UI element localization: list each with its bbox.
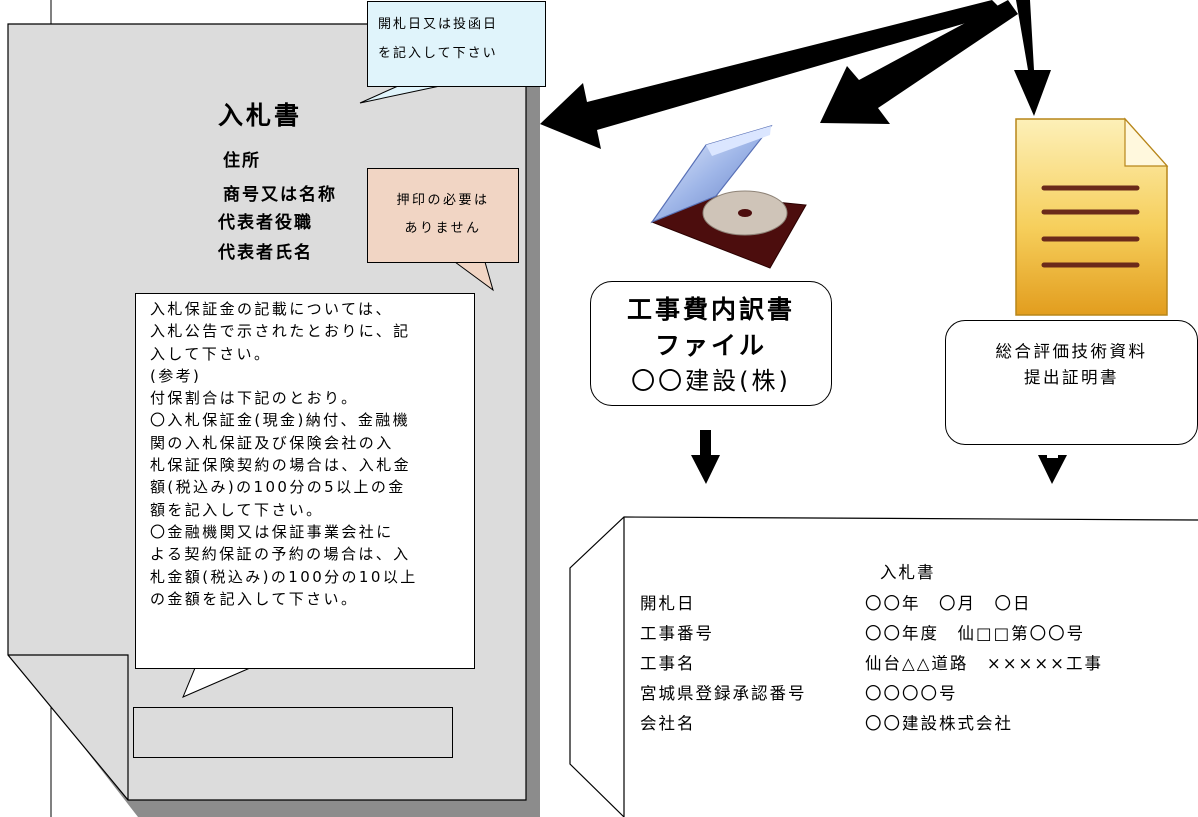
- bid-sheet-title: 入札書: [218, 101, 303, 130]
- certificate-box: 総合評価技術資料 提出証明書: [945, 320, 1198, 445]
- envelope-value-project-name: 仙台△△道路 ×××××工事: [865, 654, 1104, 673]
- note-line: よる契約保証の予約の場合は、入: [150, 545, 411, 564]
- envelope: [569, 516, 1198, 817]
- cost-file-box: 工事費内訳書 ファイル 〇〇建設(株): [590, 281, 832, 406]
- envelope-label-registration-number: 宮城県登録承認番号: [640, 684, 807, 703]
- field-representative-title: 代表者役職: [218, 213, 313, 233]
- envelope-value-registration-number: 〇〇〇〇号: [865, 684, 958, 703]
- envelope-title: 入札書: [880, 563, 936, 582]
- note-line: 額(税込み)の100分の5以上の金: [150, 478, 406, 497]
- arrow-to-certificate: [1014, 0, 1051, 116]
- arrow-down-cert: [1038, 455, 1067, 484]
- envelope-label-project-name: 工事名: [640, 654, 696, 673]
- field-address: 住所: [223, 151, 261, 171]
- date-callout: 開札日又は投函日 を記入して下さい: [367, 1, 546, 87]
- note-line: 入札保証金の記載については、: [150, 300, 393, 318]
- note-callout-tail: [182, 667, 251, 698]
- arrow-to-cd: [820, 0, 1018, 124]
- field-company-name: 商号又は名称: [223, 185, 337, 205]
- note-line: の金額を記入して下さい。: [150, 589, 359, 608]
- seal-callout-line-1: 押印の必要は: [396, 193, 490, 208]
- arrow-to-bid-sheet: [540, 0, 1004, 149]
- cost-file-line-3: 〇〇建設(株): [631, 367, 791, 395]
- cost-file-line-1: 工事費内訳書: [626, 295, 795, 324]
- amount-box: [133, 707, 453, 758]
- cost-file-line-2: ファイル: [654, 331, 767, 360]
- envelope-label-project-number: 工事番号: [640, 624, 714, 643]
- note-line: 関の入札保証及び保険会社の入: [150, 433, 394, 452]
- arrows-top: [540, 0, 1051, 149]
- arrow-down-cost: [691, 430, 720, 484]
- date-callout-line-2: を記入して下さい: [378, 46, 498, 61]
- envelope-value-opening-date: 〇〇年 〇月 〇日: [865, 594, 1032, 613]
- note-line: 札保証保険契約の場合は、入札金: [150, 456, 412, 475]
- envelope-label-opening-date: 開札日: [640, 594, 696, 613]
- note-line: 〇金融機関又は保証事業会社に: [150, 522, 394, 541]
- note-line: 額を記入して下さい。: [150, 500, 324, 519]
- note-line: 札金額(税込み)の100分の10以上: [150, 567, 418, 586]
- envelope-value-project-number: 〇〇年度 仙□□第〇〇号: [865, 624, 1086, 643]
- seal-callout-tail: [454, 261, 494, 292]
- note-line: 付保割合は下記のとおり。: [150, 389, 359, 408]
- cd-case-icon: [650, 124, 807, 269]
- seal-callout: 押印の必要は ありません: [367, 168, 519, 263]
- guarantee-note-callout: 入札保証金の記載については、 入札公告で示されたとおりに、記 入して下さい。 (…: [135, 293, 475, 669]
- note-line: 入して下さい。: [150, 344, 272, 363]
- field-representative-name: 代表者氏名: [218, 243, 313, 263]
- seal-callout-line-2: ありません: [404, 221, 482, 236]
- document-icon: [1015, 117, 1169, 316]
- date-callout-line-1: 開札日又は投函日: [378, 17, 499, 32]
- envelope-label-company-name: 会社名: [640, 714, 696, 733]
- envelope-value-company-name: 〇〇建設株式会社: [865, 714, 1013, 733]
- note-line: (参考): [150, 366, 202, 385]
- note-line: 〇入札保証金(現金)納付、金融機: [150, 411, 411, 430]
- bid-sheet-fold: [8, 654, 129, 800]
- date-callout-tail: [359, 85, 441, 104]
- certificate-line-2: 提出証明書: [1024, 368, 1119, 387]
- certificate-line-1: 総合評価技術資料: [995, 342, 1148, 361]
- note-line: 入札公告で示されたとおりに、記: [150, 322, 411, 341]
